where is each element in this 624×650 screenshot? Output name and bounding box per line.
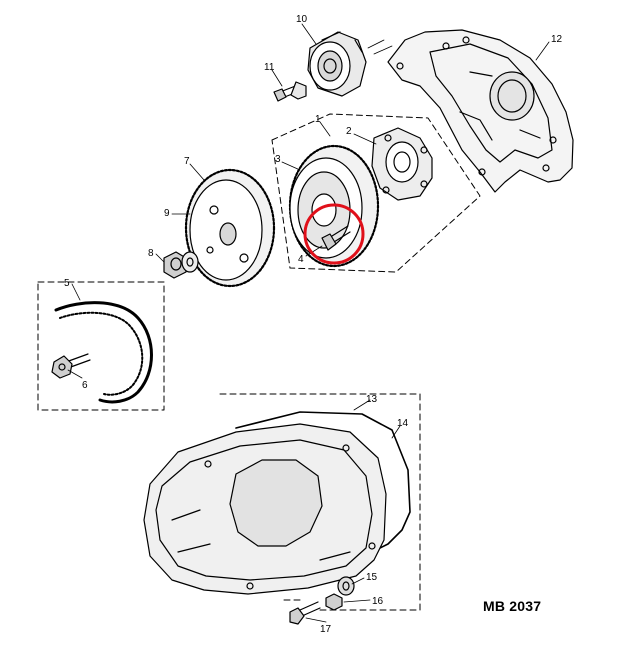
callout-2: 2: [346, 126, 352, 137]
callout-14: 14: [397, 418, 409, 429]
callout-8: 8: [148, 248, 154, 259]
callout-1: 1: [315, 114, 321, 125]
callout-9: 9: [164, 208, 170, 219]
callout-5: 5: [64, 278, 70, 289]
idler-bolt: [273, 81, 307, 102]
callout-11: 11: [264, 62, 275, 73]
pulley-bolt: [321, 225, 351, 251]
callout-16: 16: [372, 596, 384, 607]
callout-10: 10: [296, 14, 308, 25]
cover-gasket: [235, 411, 411, 553]
callout-4: 4: [298, 254, 304, 265]
belt-bolt: [51, 353, 91, 379]
hub-assembly-box: [271, 113, 481, 273]
idler-pulley: [307, 31, 367, 97]
belt-detail-box: [37, 281, 165, 411]
callout-17: 17: [320, 624, 332, 635]
nut-and-washer: [163, 251, 199, 279]
callout-3: 3: [275, 154, 281, 165]
camshaft-pulley-front: [184, 168, 276, 288]
highlight-circle: [303, 203, 365, 265]
rear-cover-plate: [367, 29, 574, 193]
timing-belt: [54, 301, 153, 404]
leader-lines: [67, 23, 550, 623]
cover-nut-washer: [325, 576, 355, 611]
callout-13: 13: [366, 394, 378, 405]
callout-6: 6: [82, 380, 88, 391]
callout-7: 7: [184, 156, 190, 167]
front-timing-cover: [143, 423, 387, 595]
diagram-reference-code: MB 2037: [483, 598, 542, 614]
callout-12: 12: [551, 34, 563, 45]
cover-bolt: [289, 601, 321, 625]
callout-15: 15: [366, 572, 378, 583]
callout-numbers: 10 11 12 1 2 3 7 9 8 4 5 6 13 14 15 16 1…: [64, 14, 563, 635]
hub-flange: [371, 127, 433, 201]
front-cover-box: [219, 393, 421, 611]
